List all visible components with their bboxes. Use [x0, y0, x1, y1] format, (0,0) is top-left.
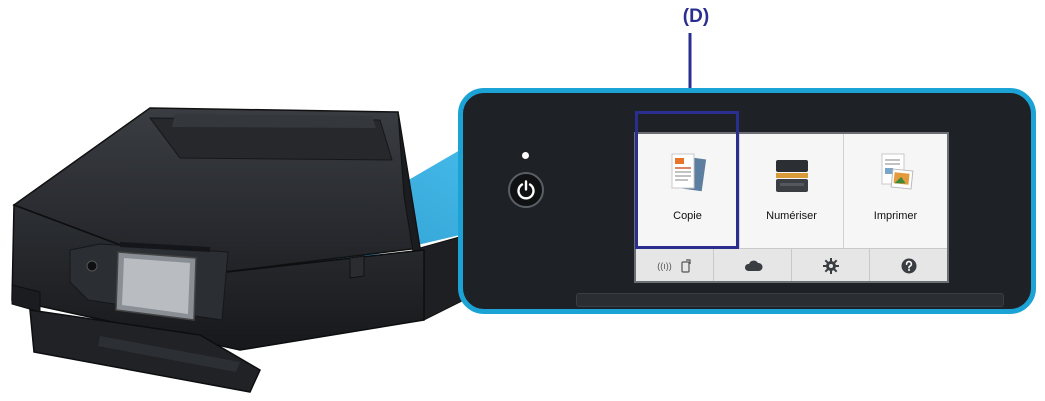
gear-icon: [822, 257, 839, 274]
copy-document-icon: [668, 148, 708, 196]
scanner-icon: [772, 148, 812, 196]
home-tile-copy[interactable]: Copie: [636, 134, 740, 248]
touch-screen: Copie Numériser: [634, 132, 949, 283]
home-tile-print[interactable]: Imprimer: [844, 134, 947, 248]
panel-slot: [576, 293, 1004, 307]
setup-button[interactable]: [792, 249, 870, 281]
print-photo-icon: [876, 148, 916, 196]
tile-label-scan: Numériser: [766, 210, 817, 222]
callout-highlight-box: [635, 111, 739, 249]
phone-icon: [681, 258, 691, 273]
cloud-icon: [744, 260, 763, 271]
tile-label-copy: Copie: [673, 210, 702, 222]
power-icon: [517, 180, 535, 200]
power-indicator-light: [522, 152, 529, 159]
tile-label-print: Imprimer: [873, 210, 918, 222]
power-button[interactable]: [508, 172, 544, 208]
home-tile-scan[interactable]: Numériser: [740, 134, 844, 248]
help-icon: [901, 258, 916, 273]
help-button[interactable]: [870, 249, 947, 281]
cloud-button[interactable]: [714, 249, 792, 281]
wireless-direct-button[interactable]: ((ı)): [636, 249, 714, 281]
callout-label: (D): [682, 6, 710, 27]
screen-bottom-bar: ((ı)): [636, 248, 947, 281]
wireless-icon: ((ı)): [657, 260, 672, 271]
